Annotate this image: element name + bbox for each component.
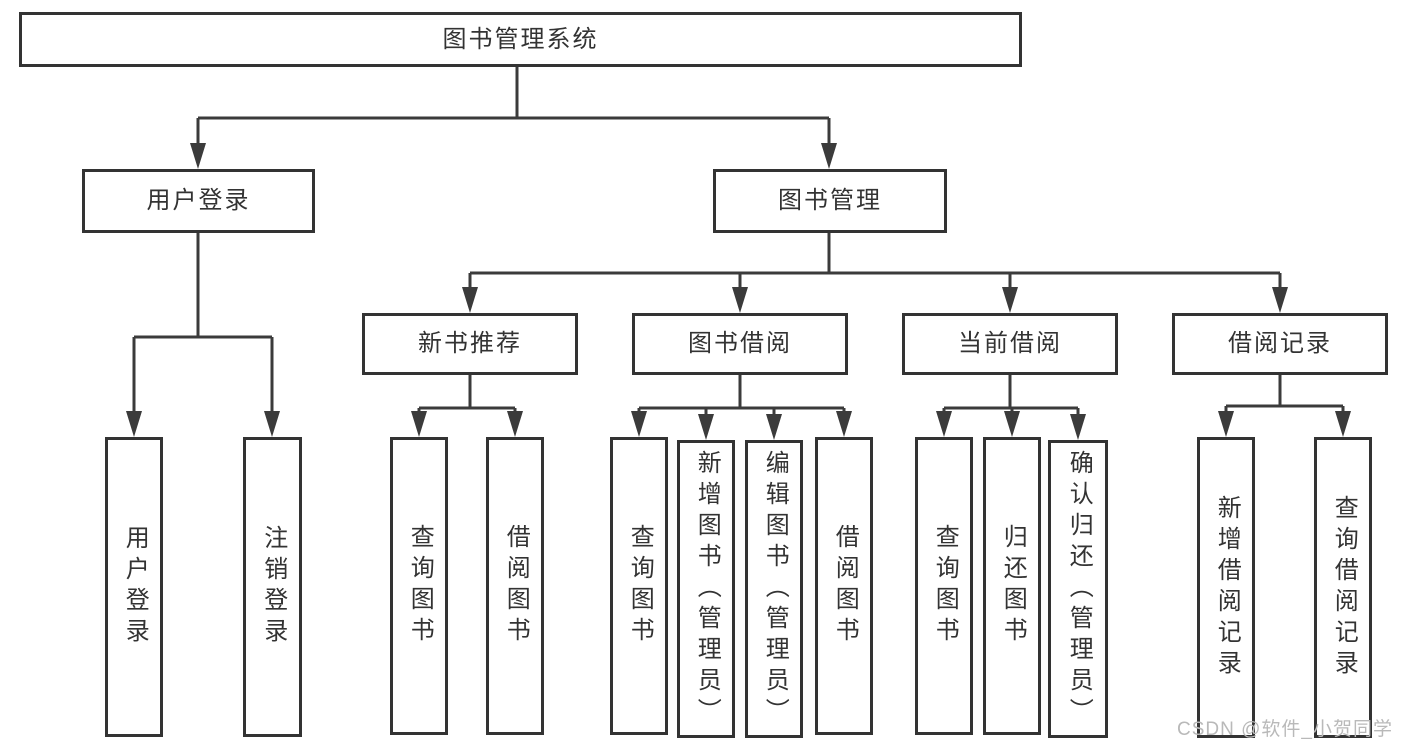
node-library-system-label: 图书管理系统 [442,25,599,53]
leaf-user-login: 用户登录 [105,437,163,737]
leaf-edit-books-admin-label: 编辑图书（管理员） [761,449,789,729]
leaf-query-borrow-record: 查询借阅记录 [1314,437,1372,738]
node-new-book-recommendation-label: 新书推荐 [418,330,522,357]
leaf-borrow-books-borrowing-label: 借阅图书 [831,524,859,648]
node-borrowing-records: 借阅记录 [1172,313,1388,375]
leaf-query-books-current: 查询图书 [915,437,973,735]
leaf-logout: 注销登录 [243,437,302,737]
arrowheads [126,143,1351,440]
node-current-borrowing: 当前借阅 [902,313,1118,375]
leaf-query-books-borrowing-label: 查询图书 [626,524,654,648]
leaf-query-books-recommend: 查询图书 [390,437,448,735]
leaf-user-login-label: 用户登录 [121,525,149,649]
node-book-borrowing: 图书借阅 [632,313,848,375]
node-user-login-label: 用户登录 [146,187,251,214]
leaf-add-borrow-record: 新增借阅记录 [1197,437,1255,738]
leaf-confirm-return-admin: 确认归还（管理员） [1048,440,1108,738]
leaf-add-books-admin: 新增图书（管理员） [677,440,735,738]
node-new-book-recommendation: 新书推荐 [362,313,578,375]
leaf-add-borrow-record-label: 新增借阅记录 [1213,494,1241,681]
node-borrowing-records-label: 借阅记录 [1228,330,1332,357]
node-library-system: 图书管理系统 [19,12,1022,67]
leaf-confirm-return-admin-label: 确认归还（管理员） [1065,449,1093,729]
leaf-borrow-books-recommend-label: 借阅图书 [502,524,530,648]
csdn-watermark: CSDN @软件_小贺同学 [1177,719,1393,740]
leaf-borrow-books-recommend: 借阅图书 [486,437,544,735]
node-book-management: 图书管理 [713,169,947,233]
node-current-borrowing-label: 当前借阅 [958,330,1062,357]
node-book-management-label: 图书管理 [778,187,882,214]
leaf-query-books-recommend-label: 查询图书 [406,524,434,648]
leaf-query-books-borrowing: 查询图书 [610,437,668,735]
leaf-query-books-current-label: 查询图书 [931,524,959,648]
leaf-logout-label: 注销登录 [259,525,287,649]
node-book-borrowing-label: 图书借阅 [688,330,792,357]
leaf-return-books: 归还图书 [983,437,1041,735]
leaf-edit-books-admin: 编辑图书（管理员） [745,440,803,738]
leaf-borrow-books-borrowing: 借阅图书 [815,437,873,735]
leaf-query-borrow-record-label: 查询借阅记录 [1330,494,1358,681]
leaf-return-books-label: 归还图书 [999,524,1027,648]
node-user-login: 用户登录 [82,169,315,233]
leaf-add-books-admin-label: 新增图书（管理员） [693,449,721,729]
